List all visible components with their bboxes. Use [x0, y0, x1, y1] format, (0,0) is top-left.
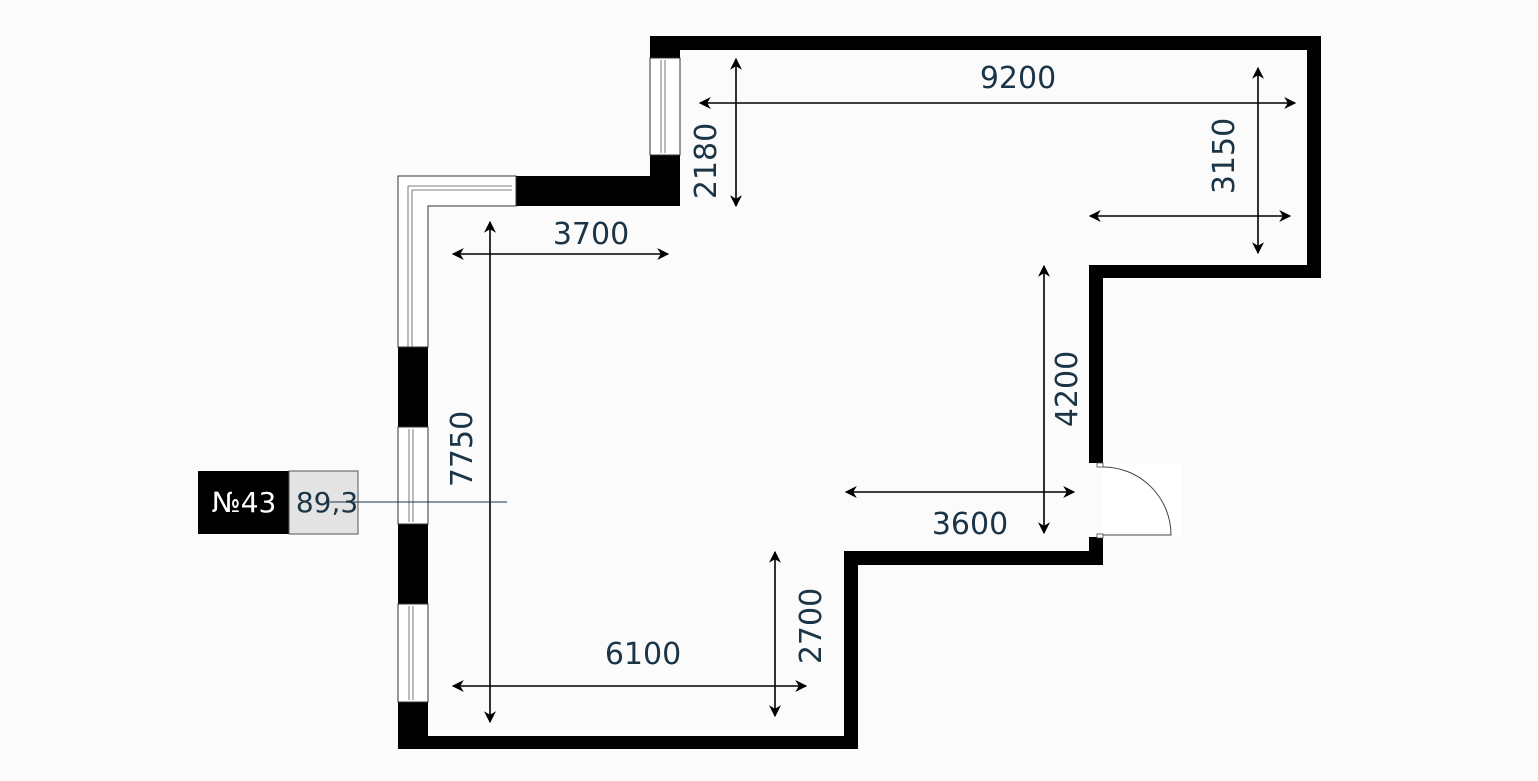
unit-number-box	[198, 471, 289, 534]
wall-left-bottom	[398, 702, 428, 749]
walls	[398, 36, 1321, 749]
dim-mid-left-width: 3700	[553, 217, 629, 252]
window-corner-glass	[407, 185, 512, 347]
dim-mid-right-width: 3600	[932, 507, 1008, 542]
wall-bottom	[398, 736, 858, 749]
dim-top-width: 9200	[980, 61, 1056, 96]
wall-right-upper	[1307, 36, 1321, 278]
window-corner	[397, 175, 517, 348]
entrance-door	[1096, 462, 1183, 539]
dim-bottom-width: 6100	[605, 637, 681, 672]
wall-top	[650, 36, 1320, 50]
wall-step-bottom	[844, 551, 1103, 565]
dim-right-height: 4200	[1050, 351, 1085, 427]
wall-notch-upper	[650, 36, 680, 58]
dim-top-right-height: 3150	[1207, 118, 1242, 194]
wall-right-middle	[1089, 265, 1103, 463]
dimension-labels: 9200 2180 3150 3700 7750 4200 3600 6100 …	[445, 61, 1242, 672]
dim-bottom-right-height: 2700	[794, 588, 829, 664]
dim-left-height: 7750	[445, 411, 480, 487]
door-swing	[1102, 466, 1172, 536]
unit-area: 89,3	[296, 486, 358, 519]
wall-left-pier-1	[398, 347, 428, 427]
wall-step-top	[1089, 265, 1321, 278]
windows	[397, 57, 681, 703]
wall-upper-left	[516, 176, 666, 206]
unit-number: №43	[212, 486, 277, 519]
wall-left-pier-2	[398, 524, 428, 604]
wall-right-lower	[844, 551, 858, 749]
unit-label: №43 89,3	[198, 470, 507, 535]
wall-notch-lower	[650, 155, 680, 206]
dim-top-left-height: 2180	[689, 123, 724, 199]
dimension-lines	[451, 57, 1297, 724]
